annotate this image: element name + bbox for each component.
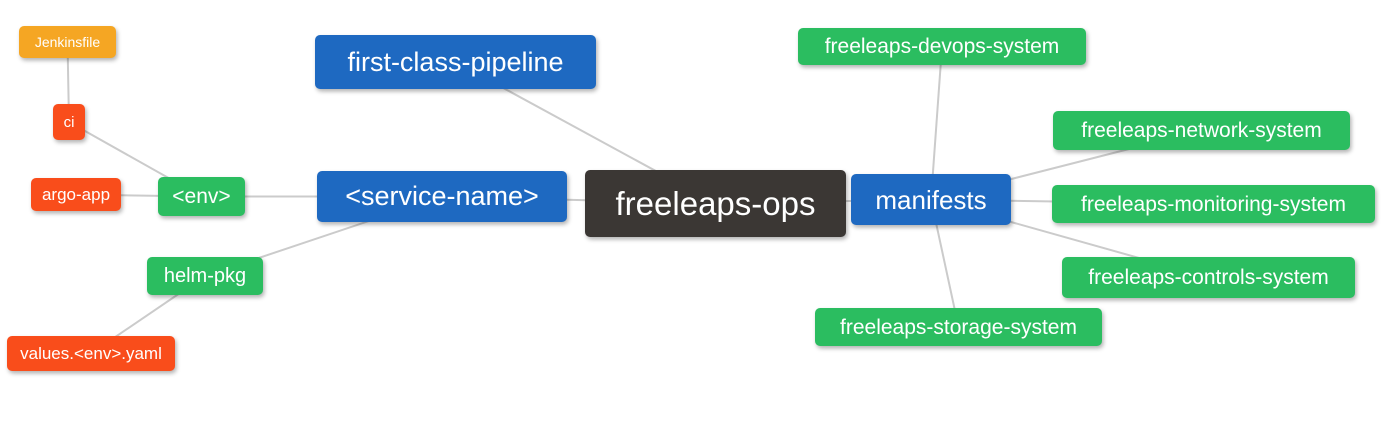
node-manifests[interactable]: manifests [851,174,1011,225]
node-label: <env> [172,185,231,208]
node-label: helm-pkg [163,265,247,287]
node-label: freeleaps-controls-system [1088,266,1329,289]
node-label: freeleaps-ops [615,185,816,222]
node-ci[interactable]: ci [53,104,85,140]
node-devops-system[interactable]: freeleaps-devops-system [798,28,1086,65]
node-label: ci [63,113,75,131]
node-label: first-class-pipeline [347,46,564,77]
node-freeleaps-ops[interactable]: freeleaps-ops [585,170,846,237]
node-label: freeleaps-network-system [1081,119,1322,142]
node-values-env-yaml[interactable]: values.<env>.yaml [7,336,175,371]
node-first-class-pipeline[interactable]: first-class-pipeline [315,35,596,89]
node-label: argo-app [41,185,111,204]
node-label: manifests [875,184,987,215]
node-helm-pkg[interactable]: helm-pkg [147,257,263,295]
node-storage-system[interactable]: freeleaps-storage-system [815,308,1102,346]
node-label: freeleaps-storage-system [840,315,1077,339]
node-service-name[interactable]: <service-name> [317,171,567,222]
node-env[interactable]: <env> [158,177,245,216]
node-argo-app[interactable]: argo-app [31,178,121,211]
node-label: <service-name> [345,181,539,211]
node-label: Jenkinsfile [34,34,101,50]
node-label: values.<env>.yaml [20,344,162,363]
node-jenkinsfile[interactable]: Jenkinsfile [19,26,116,58]
node-controls-system[interactable]: freeleaps-controls-system [1062,257,1355,298]
node-network-system[interactable]: freeleaps-network-system [1053,111,1350,150]
node-label: freeleaps-monitoring-system [1081,192,1346,216]
node-label: freeleaps-devops-system [824,35,1060,58]
node-monitoring-system[interactable]: freeleaps-monitoring-system [1052,185,1375,223]
